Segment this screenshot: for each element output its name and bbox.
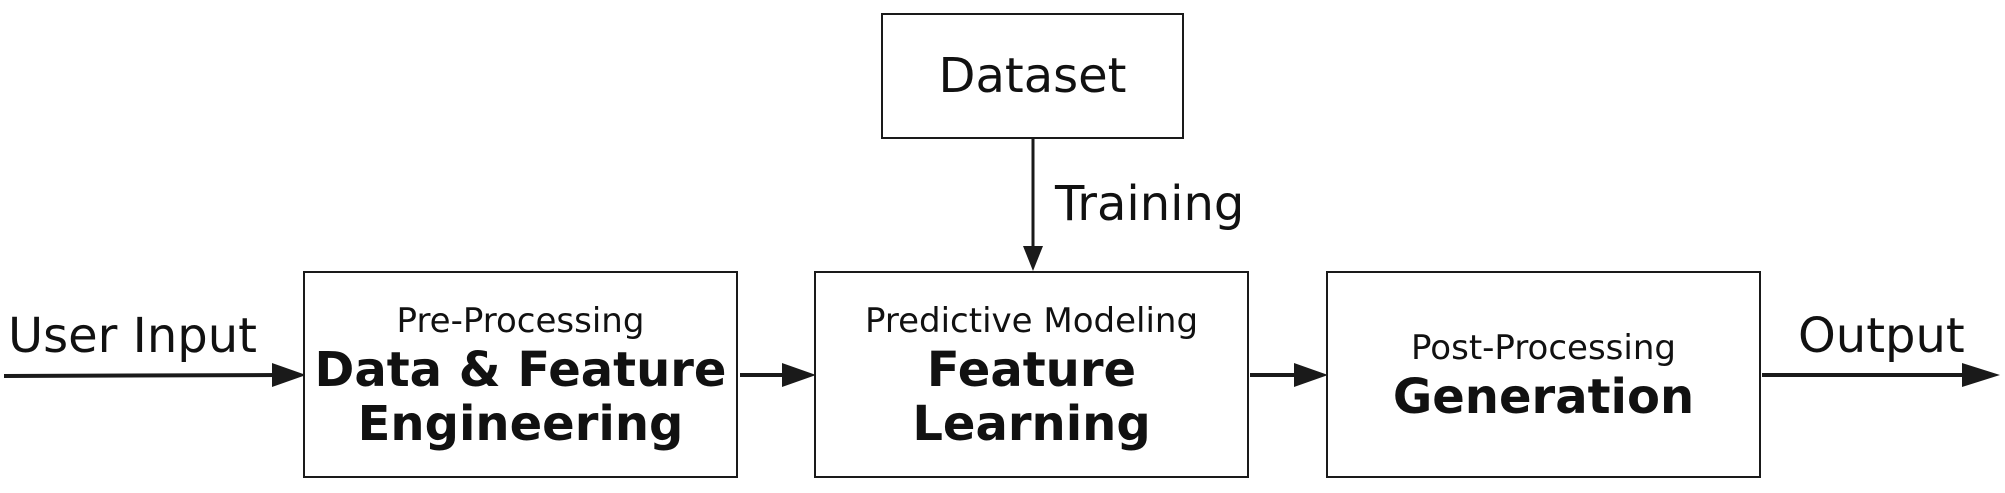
- input-arrow: [3, 363, 306, 387]
- stage-preprocessing-box: Pre-Processing Data & Feature Engineerin…: [303, 271, 738, 478]
- stage-modeling-title-line2: Learning: [912, 395, 1151, 452]
- training-arrow: [1023, 138, 1043, 271]
- dataset-box: Dataset: [881, 13, 1184, 139]
- arrow-stage2-to-stage3: [1250, 363, 1328, 387]
- stage-preprocessing-subtitle: Pre-Processing: [396, 300, 645, 341]
- user-input-label: User Input: [8, 308, 257, 364]
- stage-postprocessing-title: Generation: [1392, 368, 1695, 425]
- output-label: Output: [1798, 308, 1965, 364]
- arrow-stage1-to-stage2: [740, 363, 816, 387]
- stage-modeling-subtitle: Predictive Modeling: [864, 300, 1199, 341]
- dataset-label: Dataset: [938, 48, 1127, 104]
- training-label: Training: [1055, 176, 1245, 232]
- output-arrow: [1762, 363, 2000, 387]
- stage-preprocessing-title-line1: Data & Feature: [314, 341, 727, 398]
- stage-postprocessing-box: Post-Processing Generation: [1326, 271, 1761, 478]
- stage-modeling-title-line1: Feature: [926, 341, 1137, 398]
- stage-modeling-box: Predictive Modeling Feature Learning: [814, 271, 1249, 478]
- stage-preprocessing-title-line2: Engineering: [357, 395, 684, 452]
- stage-postprocessing-subtitle: Post-Processing: [1411, 327, 1676, 368]
